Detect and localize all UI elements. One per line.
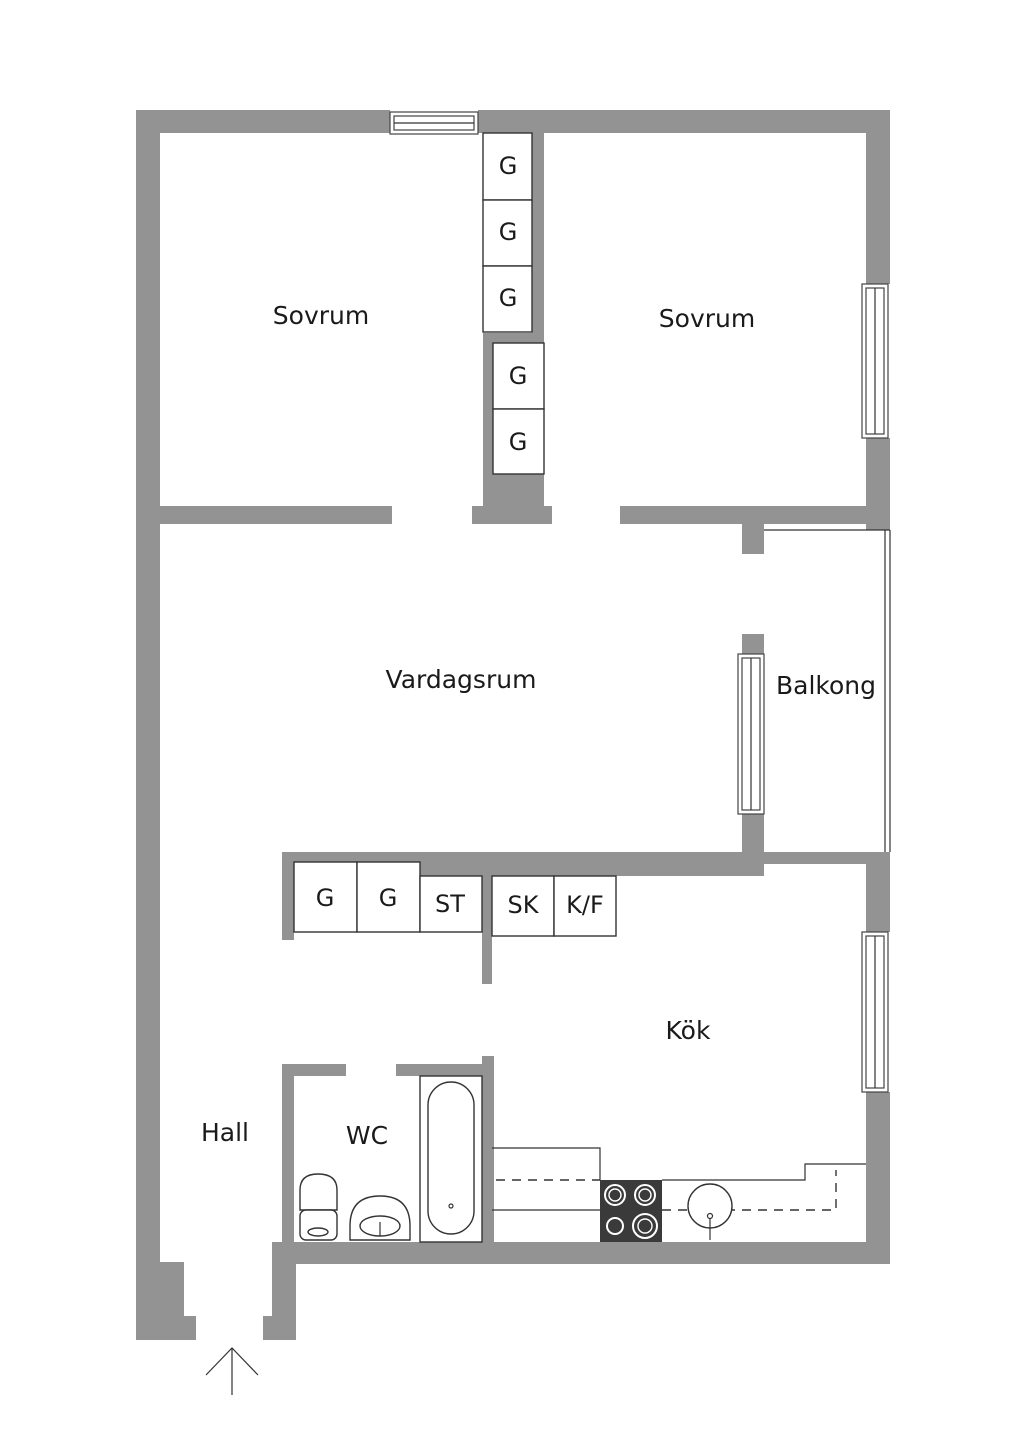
toilet-icon (299, 1173, 338, 1241)
storage-label: G (379, 884, 398, 912)
side-wardrobe: G G (492, 342, 545, 475)
balcony (764, 529, 891, 852)
bedroom-left-label: Sovrum (273, 301, 369, 330)
window-top (389, 111, 479, 135)
window-living (737, 653, 765, 815)
sink-icon (349, 1195, 411, 1241)
wardrobe-label: G (499, 284, 518, 312)
hall-label: Hall (201, 1118, 249, 1147)
window-bedroom-right (861, 283, 889, 439)
stove-icon (600, 1180, 662, 1242)
wardrobe-label: G (509, 362, 528, 390)
kitchen-sink-icon (687, 1183, 733, 1240)
bathtub-icon (419, 1075, 483, 1243)
storage-label: G (316, 884, 335, 912)
kitchen-label: Kök (666, 1016, 711, 1045)
arrow-up-icon (205, 1347, 259, 1395)
bedroom-right-label: Sovrum (659, 304, 755, 333)
kitchen-counter (492, 1147, 866, 1211)
fridge-freezer-label: K/F (566, 891, 604, 919)
hall-storage: G G ST (293, 861, 483, 933)
wardrobe-label: G (509, 428, 528, 456)
wardrobe-label: G (499, 218, 518, 246)
bedroom-wardrobe: G G G (482, 132, 533, 333)
storage-label: ST (435, 890, 465, 918)
kitchen-appliances: SK K/F (491, 875, 617, 937)
windows (389, 111, 889, 1093)
wardrobe-label: G (499, 152, 518, 180)
living-room-label: Vardagsrum (386, 665, 537, 694)
wc-label: WC (346, 1121, 388, 1150)
freezer-label: SK (508, 891, 540, 919)
balcony-label: Balkong (776, 671, 876, 700)
window-kitchen (861, 931, 889, 1093)
walls (136, 110, 890, 1340)
